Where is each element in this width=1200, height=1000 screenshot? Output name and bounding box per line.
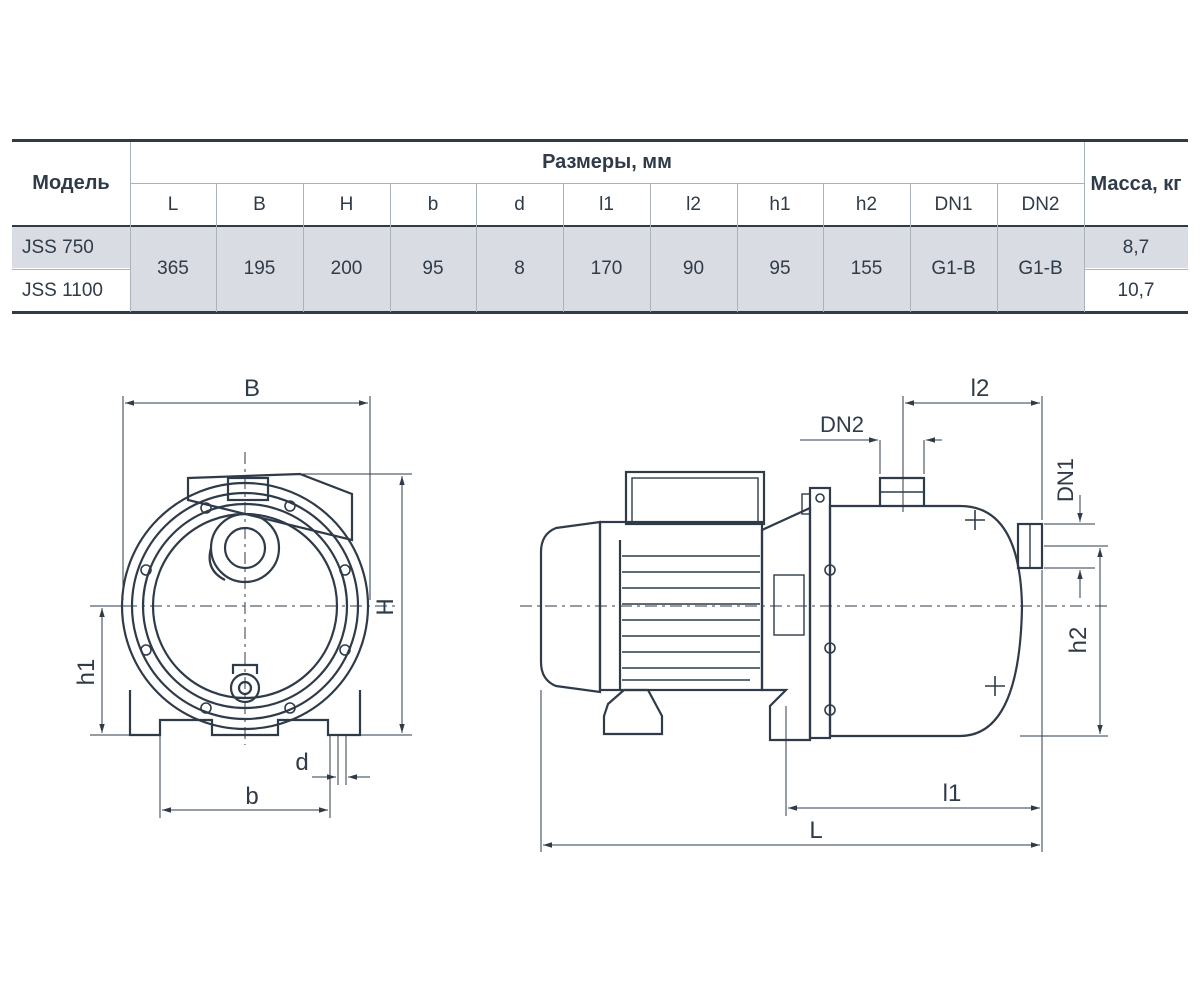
col-separator [130, 142, 131, 312]
mass-shade-first [1084, 226, 1188, 268]
model-name: JSS 1100 [22, 279, 103, 301]
label-DN1: DN1 [1053, 458, 1078, 502]
value-cell: G1-B [931, 258, 976, 279]
side-view [520, 470, 1110, 742]
col-separator [1084, 142, 1085, 312]
values-shade [130, 226, 1084, 312]
col-separator [737, 183, 738, 312]
col-separator [910, 183, 911, 312]
col-separator [476, 183, 477, 312]
technical-drawing: B H h1 d b [73, 375, 1110, 852]
value-cell: 95 [422, 258, 444, 279]
dims-header: Размеры, мм [542, 151, 672, 173]
label-b: b [245, 783, 258, 810]
mass-row-rule [1084, 269, 1188, 270]
front-dimensions [90, 396, 412, 818]
col-separator [390, 183, 391, 312]
model-header: Модель [32, 172, 110, 194]
label-H: H [372, 598, 399, 615]
value-cell: 8 [514, 258, 525, 279]
col-header: b [427, 193, 439, 215]
side-dimensions [540, 396, 1108, 852]
mass-header: Масса, кг [1090, 173, 1182, 195]
label-L: L [809, 817, 822, 844]
col-header: H [339, 193, 354, 215]
label-h1: h1 [73, 659, 100, 686]
header-rule [12, 225, 1188, 227]
model-row-rule [12, 269, 130, 270]
col-header: l2 [686, 193, 701, 215]
col-separator [303, 183, 304, 312]
value-cell: 200 [330, 258, 363, 279]
col-separator [823, 183, 824, 312]
col-separator [216, 183, 217, 312]
col-header: h1 [769, 193, 791, 215]
specs-table: Модель Размеры, мм Масса, кг L B H b d l… [12, 139, 1188, 314]
label-l1: l1 [943, 780, 962, 807]
col-separator [563, 183, 564, 312]
label-h2: h2 [1065, 627, 1092, 654]
top-rule [12, 139, 1188, 142]
label-DN2: DN2 [820, 412, 864, 437]
row-shade-first [12, 226, 130, 268]
dims-subrule [130, 183, 1084, 184]
bottom-rule [12, 311, 1188, 314]
col-separator [997, 183, 998, 312]
col-header: l1 [599, 193, 614, 215]
col-header: L [167, 193, 179, 215]
value-cell: G1-B [1018, 258, 1063, 279]
value-cell: 170 [590, 258, 623, 279]
mass-cell: 10,7 [1117, 279, 1155, 301]
value-cell: 95 [769, 258, 791, 279]
col-header: B [253, 193, 266, 215]
value-cell: 195 [243, 258, 276, 279]
front-view [100, 452, 395, 745]
col-header: h2 [855, 193, 878, 215]
label-l2: l2 [971, 375, 990, 402]
value-cell: 90 [682, 258, 705, 279]
col-separator [650, 183, 651, 312]
col-header: DN2 [1021, 193, 1060, 215]
col-header: DN1 [934, 193, 973, 215]
label-B: B [244, 375, 260, 402]
model-name: JSS 750 [22, 237, 94, 258]
value-cell: 155 [850, 258, 883, 279]
value-cell: 365 [157, 258, 189, 279]
mass-cell: 8,7 [1122, 237, 1150, 258]
label-d: d [295, 749, 308, 776]
col-header: d [514, 193, 525, 215]
